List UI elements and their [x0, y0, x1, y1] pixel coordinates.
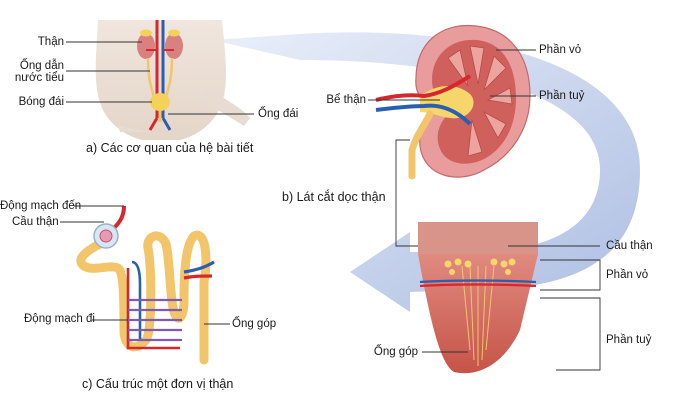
label-pelvis: Bể thận [326, 94, 366, 106]
label-cortex-d: Phần vỏ [606, 269, 649, 281]
renal-pyramid [418, 222, 538, 374]
body-figure [95, 20, 250, 140]
caption-b: b) Lát cắt dọc thận [282, 190, 386, 204]
label-medulla-b: Phần tuỷ [539, 90, 585, 102]
nephron [76, 205, 215, 365]
label-urethra: Ống đái [258, 108, 299, 120]
label-efferent-artery: Động mạch đi [24, 313, 95, 325]
label-kidney: Thận [37, 36, 64, 48]
label-afferent-artery: Động mạch đến [0, 200, 82, 212]
label-collecting-duct-c: Ống góp [232, 318, 277, 330]
kidney-section [375, 24, 531, 180]
label-bladder: Bóng đái [18, 96, 64, 108]
caption-c: c) Cấu trúc một đơn vị thận [82, 377, 234, 391]
caption-a: a) Các cơ quan của hệ bài tiết [86, 141, 254, 155]
figure-a-leaders [66, 41, 254, 115]
label-cortex-b: Phần vỏ [539, 44, 582, 56]
figure-d-leaders [422, 245, 601, 371]
label-glomerulus-c: Cầu thận [12, 216, 59, 228]
label-glomerulus-d: Cầu thận [606, 240, 653, 252]
label-medulla-d: Phần tuỷ [606, 334, 652, 346]
figure-b-leaders [368, 49, 536, 247]
label-ureter: Ống dẫn nước tiểu [14, 60, 64, 85]
figure-c-leaders [60, 205, 230, 325]
label-collecting-duct-d: Ống góp [373, 346, 418, 358]
